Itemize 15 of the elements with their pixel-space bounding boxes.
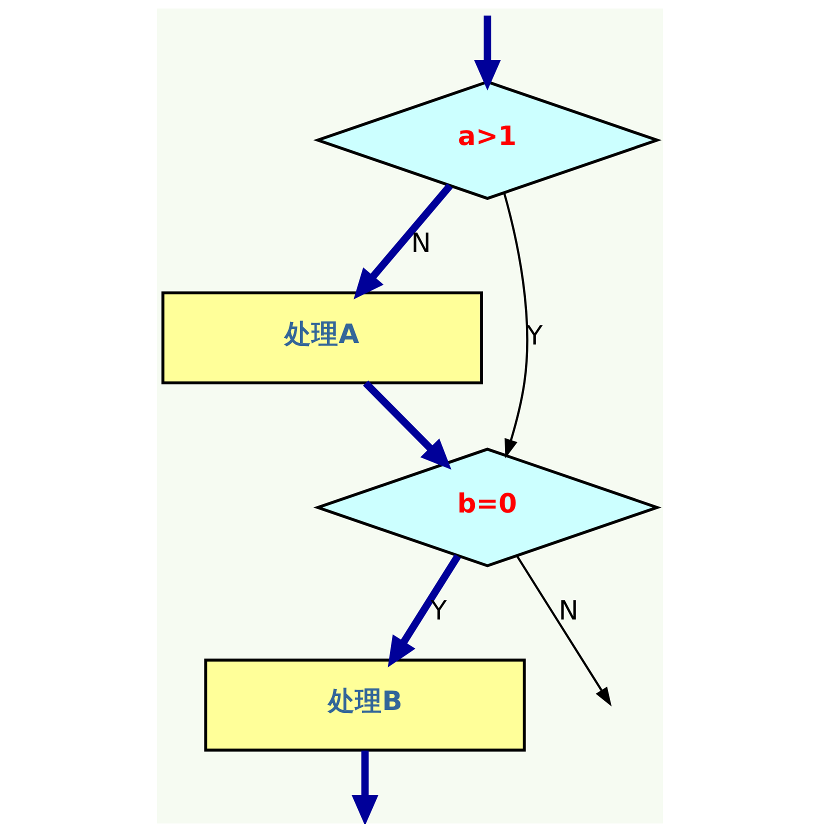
node-diamond: a>1: [313, 80, 662, 200]
edge-label: Y: [526, 320, 543, 352]
arrow: [363, 380, 452, 470]
arrow: [354, 183, 453, 300]
node-box: 处理A: [161, 291, 484, 384]
arrow: [474, 16, 501, 91]
edge-label: N: [411, 228, 431, 260]
arrow: [352, 750, 378, 824]
node-diamond: b=0: [313, 448, 662, 568]
edge-label: Y: [430, 595, 447, 626]
arrow: [516, 555, 612, 706]
node-box: 处理B: [204, 658, 526, 752]
arrow: [388, 554, 461, 668]
edge-label: N: [558, 595, 579, 626]
arrow: [503, 192, 528, 458]
